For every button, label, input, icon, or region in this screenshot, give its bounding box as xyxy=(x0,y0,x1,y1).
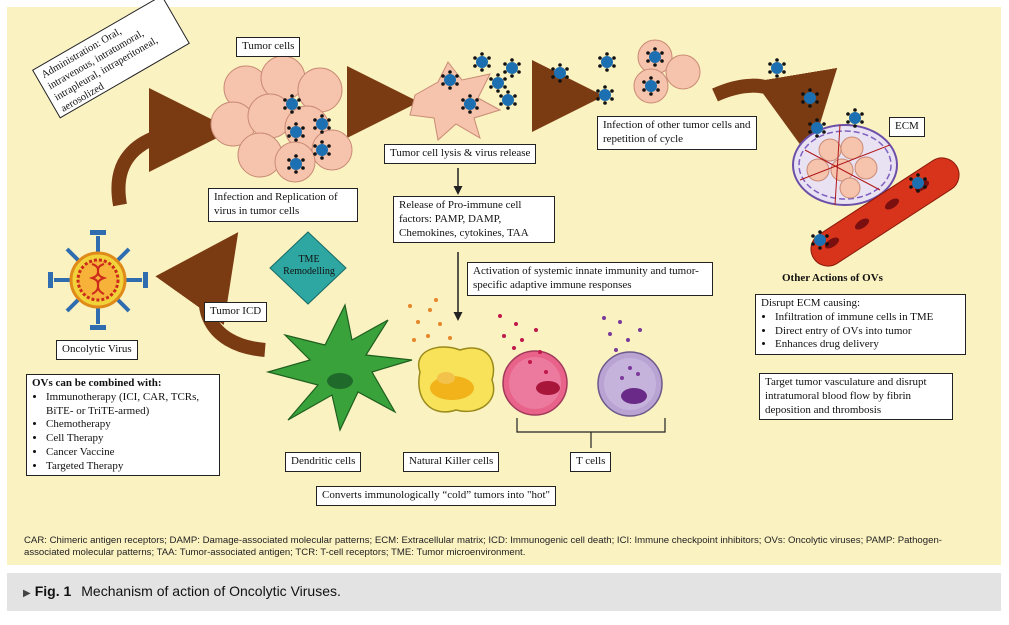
disrupt-ecm-item: Infiltration of immune cells in TME xyxy=(775,311,960,325)
combined-item: Chemotherapy xyxy=(46,418,214,432)
pro-immune-label: Release of Pro-immune cell factors: PAMP… xyxy=(393,196,555,244)
infection-other-label: Infection of other tumor cells and repet… xyxy=(597,116,757,150)
infection-replication-label: Infection and Replication of virus in tu… xyxy=(208,188,358,222)
disrupt-ecm-item: Enhances drug delivery xyxy=(775,338,960,352)
activation-label: Activation of systemic innate immunity a… xyxy=(467,262,713,296)
abbreviations-footnote: CAR: Chimeric antigen receptors; DAMP: D… xyxy=(24,535,942,559)
other-tumor-cells xyxy=(551,39,819,108)
converts-label: Converts immunologically “cold” tumors i… xyxy=(316,486,557,506)
disrupt-ecm-box: Disrupt ECM causing: Infiltration of imm… xyxy=(755,294,966,355)
combined-item: Cancer Vaccine xyxy=(46,446,214,460)
ecm-label: ECM xyxy=(889,117,925,137)
combined-with-box: OVs can be combined with: Immunotherapy … xyxy=(26,374,220,477)
disrupt-ecm-item: Direct entry of OVs into tumor xyxy=(775,325,960,339)
tumor-cell-cluster xyxy=(210,55,353,183)
caption-bar: ▶Fig. 1 Mechanism of action of Oncolytic … xyxy=(7,573,1001,611)
oncolytic-virus-icon xyxy=(48,230,148,330)
dendritic-cell xyxy=(265,303,413,432)
tme-diamond xyxy=(269,231,347,305)
combined-item: Targeted Therapy xyxy=(46,460,214,474)
caption-label: Fig. 1 xyxy=(34,583,72,599)
caption-arrow-icon: ▶ xyxy=(23,588,31,599)
t-cells-bracket xyxy=(516,418,666,448)
tme-remodelling-label: TME Remodelling xyxy=(283,254,335,277)
arrow-administration-to-infection xyxy=(111,88,233,207)
ecm-tumor-vessel xyxy=(792,108,960,267)
tumor-cells-label: Tumor cells xyxy=(236,37,301,57)
tumor-icd-label: Tumor ICD xyxy=(204,302,268,322)
natural-killer-cell xyxy=(408,298,495,413)
caption-text: Mechanism of action of Oncolytic Viruses… xyxy=(81,583,341,599)
arrow-cycle-to-ecm xyxy=(712,67,838,158)
combined-item: Immunotherapy (ICI, CAR, TCRs, BiTE- or … xyxy=(46,391,214,419)
dendritic-cells-label: Dendritic cells xyxy=(285,452,362,472)
oncolytic-virus-label: Oncolytic Virus xyxy=(56,340,138,360)
t-cells-label: T cells xyxy=(570,452,612,472)
combined-item: Cell Therapy xyxy=(46,432,214,446)
t-cell-purple xyxy=(597,316,663,417)
disrupt-ecm-title: Disrupt ECM causing: xyxy=(761,297,860,309)
combined-title: OVs can be combined with: xyxy=(32,377,162,389)
lysis-release-label: Tumor cell lysis & virus release xyxy=(384,144,537,164)
natural-killer-cells-label: Natural Killer cells xyxy=(403,452,500,472)
target-vasculature-label: Target tumor vasculature and disrupt int… xyxy=(759,373,953,421)
lysed-tumor-cell xyxy=(409,52,521,141)
t-cell-pink xyxy=(498,314,568,416)
other-actions-title: Other Actions of OVs xyxy=(782,272,883,284)
figure-caption: ▶Fig. 1 Mechanism of action of Oncolytic … xyxy=(23,583,341,599)
